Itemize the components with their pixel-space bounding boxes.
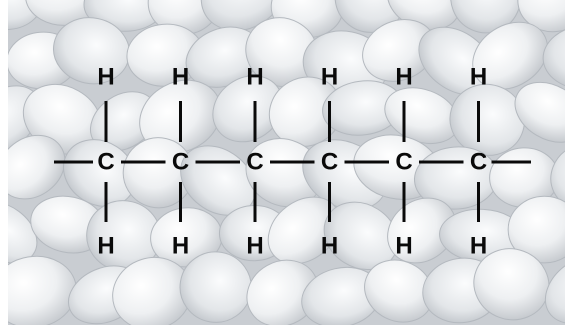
- hydrogen-atom-top: H: [321, 64, 338, 91]
- pellet: [517, 0, 565, 33]
- hydrogen-atom-bottom: H: [172, 233, 189, 260]
- carbon-atom: C: [172, 149, 189, 176]
- carbon-atom: C: [321, 149, 338, 176]
- pellet: [8, 0, 44, 30]
- hydrogen-atom-bottom: H: [321, 233, 338, 260]
- carbon-atom: C: [97, 149, 114, 176]
- pellet: [246, 259, 319, 325]
- hydrogen-atom-bottom: H: [97, 233, 114, 260]
- hydrogen-atom-bottom: H: [470, 233, 487, 260]
- pellet: [544, 254, 565, 325]
- hydrogen-atom-bottom: H: [395, 233, 412, 260]
- carbon-atom: C: [470, 149, 487, 176]
- hydrogen-atom-top: H: [172, 64, 189, 91]
- carbon-atom: C: [246, 149, 263, 176]
- atom-labels: C H H C H H C H H C H H C H H C H H: [97, 64, 487, 260]
- pellet: [8, 201, 38, 264]
- hydrogen-atom-bottom: H: [246, 233, 263, 260]
- pellet: [267, 196, 341, 265]
- hydrogen-atom-top: H: [97, 64, 114, 91]
- hydrogen-atom-top: H: [470, 64, 487, 91]
- pellet: [514, 81, 565, 143]
- bond-lines: [54, 101, 531, 222]
- pellet: [507, 195, 565, 264]
- pellet: [472, 21, 548, 90]
- pellets-background: [8, 0, 565, 325]
- hydrogen-atom-top: H: [246, 64, 263, 91]
- hydrogen-atom-top: H: [395, 64, 412, 91]
- pellet: [212, 75, 284, 143]
- pellet: [8, 134, 66, 200]
- pellet: [542, 24, 565, 90]
- carbon-atom: C: [395, 149, 412, 176]
- pellet: [550, 142, 565, 211]
